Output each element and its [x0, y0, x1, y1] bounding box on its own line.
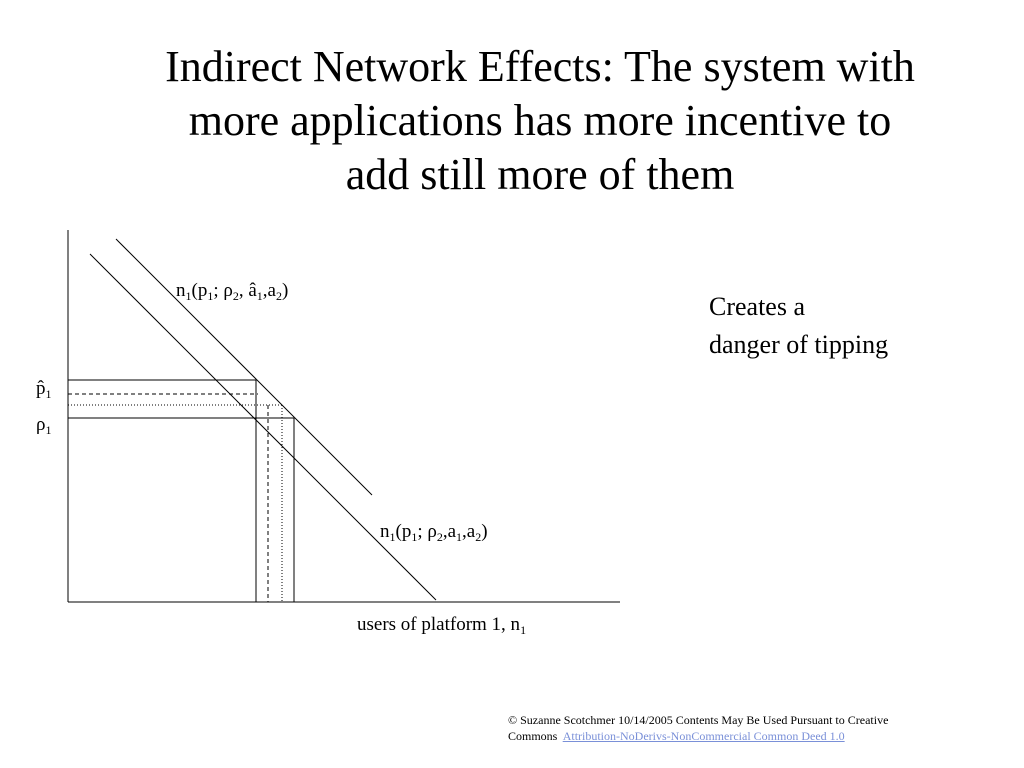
upper-curve-label: n1(p1; ρ2, â1,a2) — [176, 280, 288, 303]
commons-prefix: Commons — [508, 729, 558, 743]
license-line: Commons Attribution-NoDerivs-NonCommerci… — [508, 728, 888, 744]
lower-demand-curve — [89, 253, 437, 601]
tipping-note: Creates a danger of tipping — [709, 288, 888, 364]
copyright-line: © Suzanne Scotchmer 10/14/2005 Contents … — [508, 713, 889, 727]
slide-title: Indirect Network Effects: The system wit… — [90, 40, 990, 202]
title-line-3: add still more of them — [345, 150, 735, 199]
x-axis-label: users of platform 1, n1 — [357, 614, 526, 637]
copyright-footer: © Suzanne Scotchmer 10/14/2005 Contents … — [508, 712, 888, 744]
y-tick-price-hat: p̂1 — [36, 378, 52, 401]
lower-curve-label: n1(p1; ρ2,a1,a2) — [380, 521, 488, 544]
tipping-note-line-1: Creates a — [709, 292, 806, 321]
title-line-2: more applications has more incentive to — [188, 96, 892, 145]
license-link[interactable]: Attribution-NoDerivs-NonCommercial Commo… — [562, 729, 845, 743]
y-tick-price: ρ1 — [36, 414, 51, 437]
title-line-1: Indirect Network Effects: The system wit… — [165, 42, 915, 91]
tipping-note-line-2: danger of tipping — [709, 330, 889, 359]
upper-demand-curve — [115, 238, 373, 496]
